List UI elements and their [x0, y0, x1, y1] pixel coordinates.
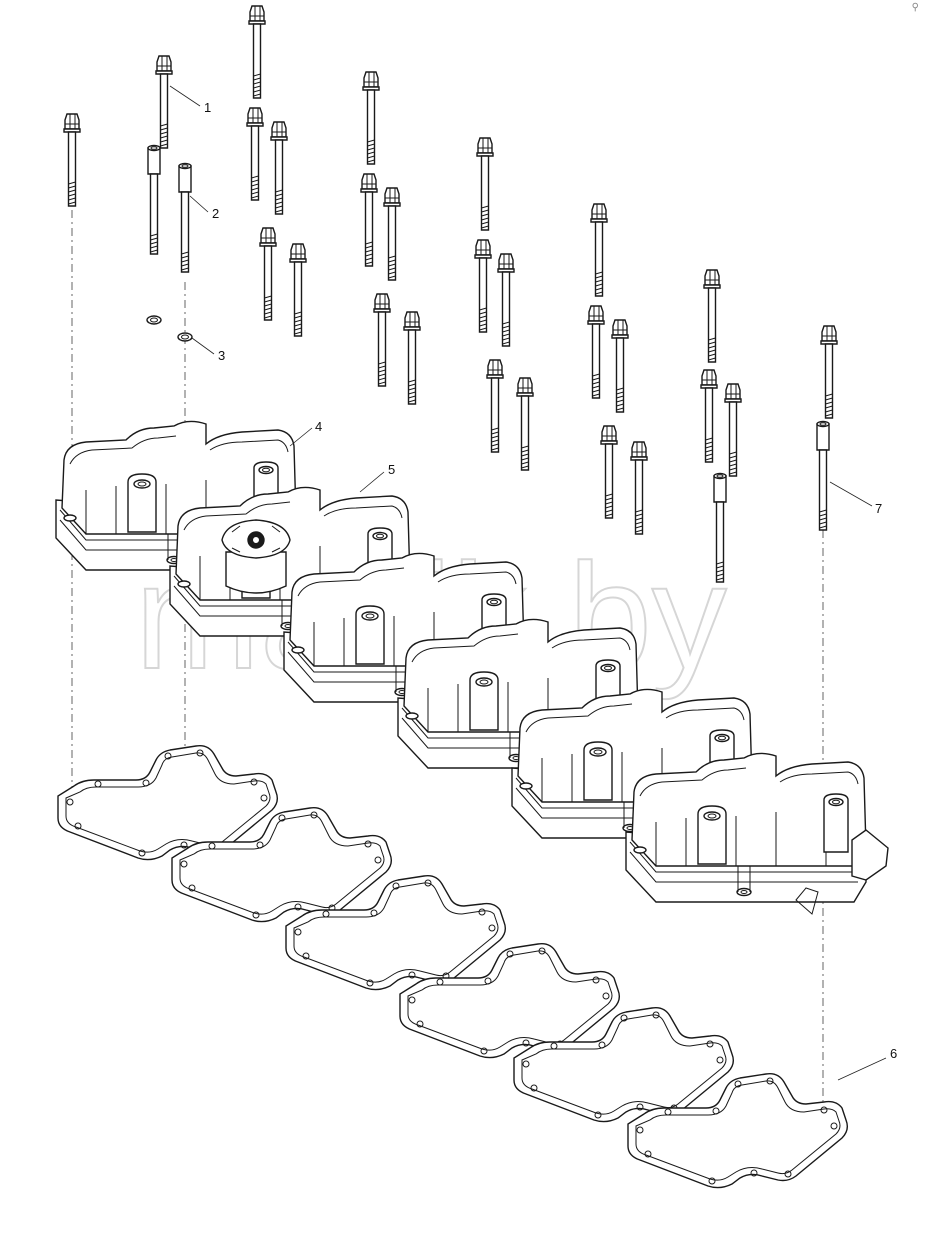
valve-cover-6	[625, 752, 867, 903]
spacer-stud	[178, 162, 192, 273]
bolt	[259, 227, 277, 321]
bolt	[403, 311, 421, 405]
bolt	[246, 107, 264, 201]
valve-covers	[55, 420, 889, 915]
leader-lines	[169, 85, 887, 1081]
bolt	[360, 173, 378, 267]
rear-bracket	[851, 829, 889, 881]
spacer-stud	[816, 420, 830, 531]
washer	[146, 315, 162, 325]
bolt	[486, 359, 504, 453]
callout-7: 7	[875, 501, 882, 516]
bolt	[289, 243, 307, 337]
callout-5: 5	[388, 462, 395, 477]
bolt	[63, 113, 81, 207]
bolt	[820, 325, 838, 419]
spacer-stud	[147, 144, 161, 255]
callout-4: 4	[315, 419, 322, 434]
bolt	[155, 55, 173, 149]
bolt	[270, 121, 288, 215]
callout-6: 6	[890, 1046, 897, 1061]
bolt	[476, 137, 494, 231]
corner-mark-icon: ⚲	[911, 2, 919, 13]
bolt	[611, 319, 629, 413]
bolt	[703, 269, 721, 363]
callout-3: 3	[218, 348, 225, 363]
washer	[177, 332, 193, 342]
bolt	[630, 441, 648, 535]
bolt	[373, 293, 391, 387]
bolt	[590, 203, 608, 297]
bolt	[362, 71, 380, 165]
bolt	[248, 5, 266, 99]
bolt	[383, 187, 401, 281]
bolt	[600, 425, 618, 519]
bolt	[497, 253, 515, 347]
bolt	[587, 305, 605, 399]
callout-2: 2	[212, 206, 219, 221]
bolt	[474, 239, 492, 333]
bolt	[516, 377, 534, 471]
bolt	[700, 369, 718, 463]
bolt	[724, 383, 742, 477]
oil-filler-cap-icon	[221, 519, 291, 594]
callout-labels: 1 2 3 4 5 6 7	[204, 100, 897, 1061]
callout-1: 1	[204, 100, 211, 115]
